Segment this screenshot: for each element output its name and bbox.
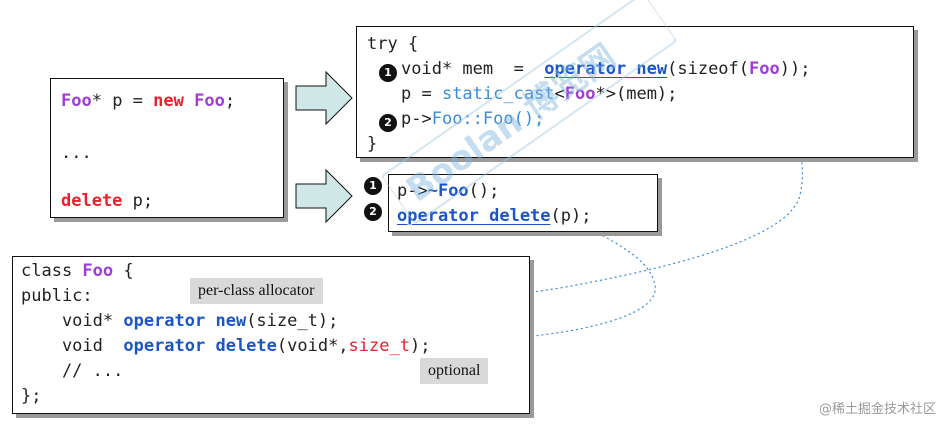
operator-delete-decl: operator delete xyxy=(123,336,277,356)
destructor-call: ~Foo xyxy=(427,181,469,201)
type-foo: Foo xyxy=(564,84,596,104)
code-text: < xyxy=(554,84,565,104)
code-text: * p = xyxy=(91,91,154,111)
code-line-public: public: xyxy=(21,286,93,306)
code-text: ; xyxy=(224,91,236,111)
code-text: p-> xyxy=(397,181,428,201)
code-text: (void*, xyxy=(276,336,349,356)
code-text: void* mem = xyxy=(401,59,545,79)
operator-delete-call: operator delete xyxy=(397,206,551,226)
code-text: p = xyxy=(401,84,442,104)
code-text: class xyxy=(21,261,83,281)
type-foo: Foo xyxy=(194,91,225,111)
code-text: (p); xyxy=(550,206,592,226)
optional-note: optional xyxy=(420,358,489,384)
code-line-alloc: void* mem = operator new(sizeof(Foo)); xyxy=(401,57,810,82)
code-text: p-> xyxy=(401,109,432,129)
type-foo: Foo xyxy=(82,261,114,281)
code-line-delete: delete p; xyxy=(61,189,153,214)
code-line-dtor: p->~Foo(); xyxy=(397,179,499,204)
type-foo: Foo xyxy=(749,59,780,79)
code-text: (sizeof( xyxy=(667,59,750,79)
code-line-end: }; xyxy=(21,386,42,406)
usage-code-box: Foo* p = new Foo; ... delete p; xyxy=(50,78,284,218)
connector-delete xyxy=(512,225,656,343)
block-arrow-upper xyxy=(295,70,353,126)
code-text: )); xyxy=(779,59,811,79)
static-cast: static_cast xyxy=(441,84,555,104)
delete-code-box: p->~Foo(); operator delete(p); xyxy=(388,174,658,232)
step-badge-1: 1 xyxy=(364,177,382,195)
code-line-new: Foo* p = new Foo; xyxy=(61,89,235,114)
step-badge-2: 2 xyxy=(364,203,382,221)
operator-new-decl: operator new xyxy=(123,311,247,331)
code-line-decl-delete: void operator delete(void*,size_t); xyxy=(21,334,431,359)
code-text: void* xyxy=(21,311,124,331)
operator-new-call: operator new xyxy=(544,59,668,79)
code-text: p; xyxy=(122,191,154,211)
block-arrow-lower xyxy=(295,168,353,224)
code-text: void xyxy=(21,336,124,356)
code-line-ellipsis: ... xyxy=(61,143,92,163)
code-text: (); xyxy=(468,181,500,201)
code-line-comment: // ... xyxy=(21,361,124,381)
step-badge-2: 2 xyxy=(379,114,397,132)
step-badge-1: 1 xyxy=(379,64,397,82)
code-line-class: class Foo { xyxy=(21,259,134,284)
code-line-decl-new: void* operator new(size_t); xyxy=(21,309,338,334)
keyword-new: new xyxy=(153,91,184,111)
try-code-box: try { 1 void* mem = operator new(sizeof(… xyxy=(356,26,914,158)
code-line-ctor: p->Foo::Foo(); xyxy=(401,107,544,132)
code-line-try: try { xyxy=(367,34,419,54)
size-t-param: size_t xyxy=(348,336,410,356)
constructor-call: Foo::Foo(); xyxy=(431,109,545,129)
per-class-allocator-note: per-class allocator xyxy=(190,278,323,304)
code-line-opdelete: operator delete(p); xyxy=(397,204,591,229)
code-line-close: } xyxy=(367,134,378,154)
type-foo: Foo xyxy=(61,91,92,111)
code-text: *>(mem); xyxy=(595,84,678,104)
keyword-delete: delete xyxy=(61,191,123,211)
code-text: ); xyxy=(409,336,431,356)
code-text xyxy=(184,91,194,111)
code-text: (size_t); xyxy=(246,311,339,331)
code-line-cast: p = static_cast<Foo*>(mem); xyxy=(401,82,677,107)
code-text: { xyxy=(113,261,134,281)
source-credit: @稀土掘金技术社区 xyxy=(818,402,936,417)
